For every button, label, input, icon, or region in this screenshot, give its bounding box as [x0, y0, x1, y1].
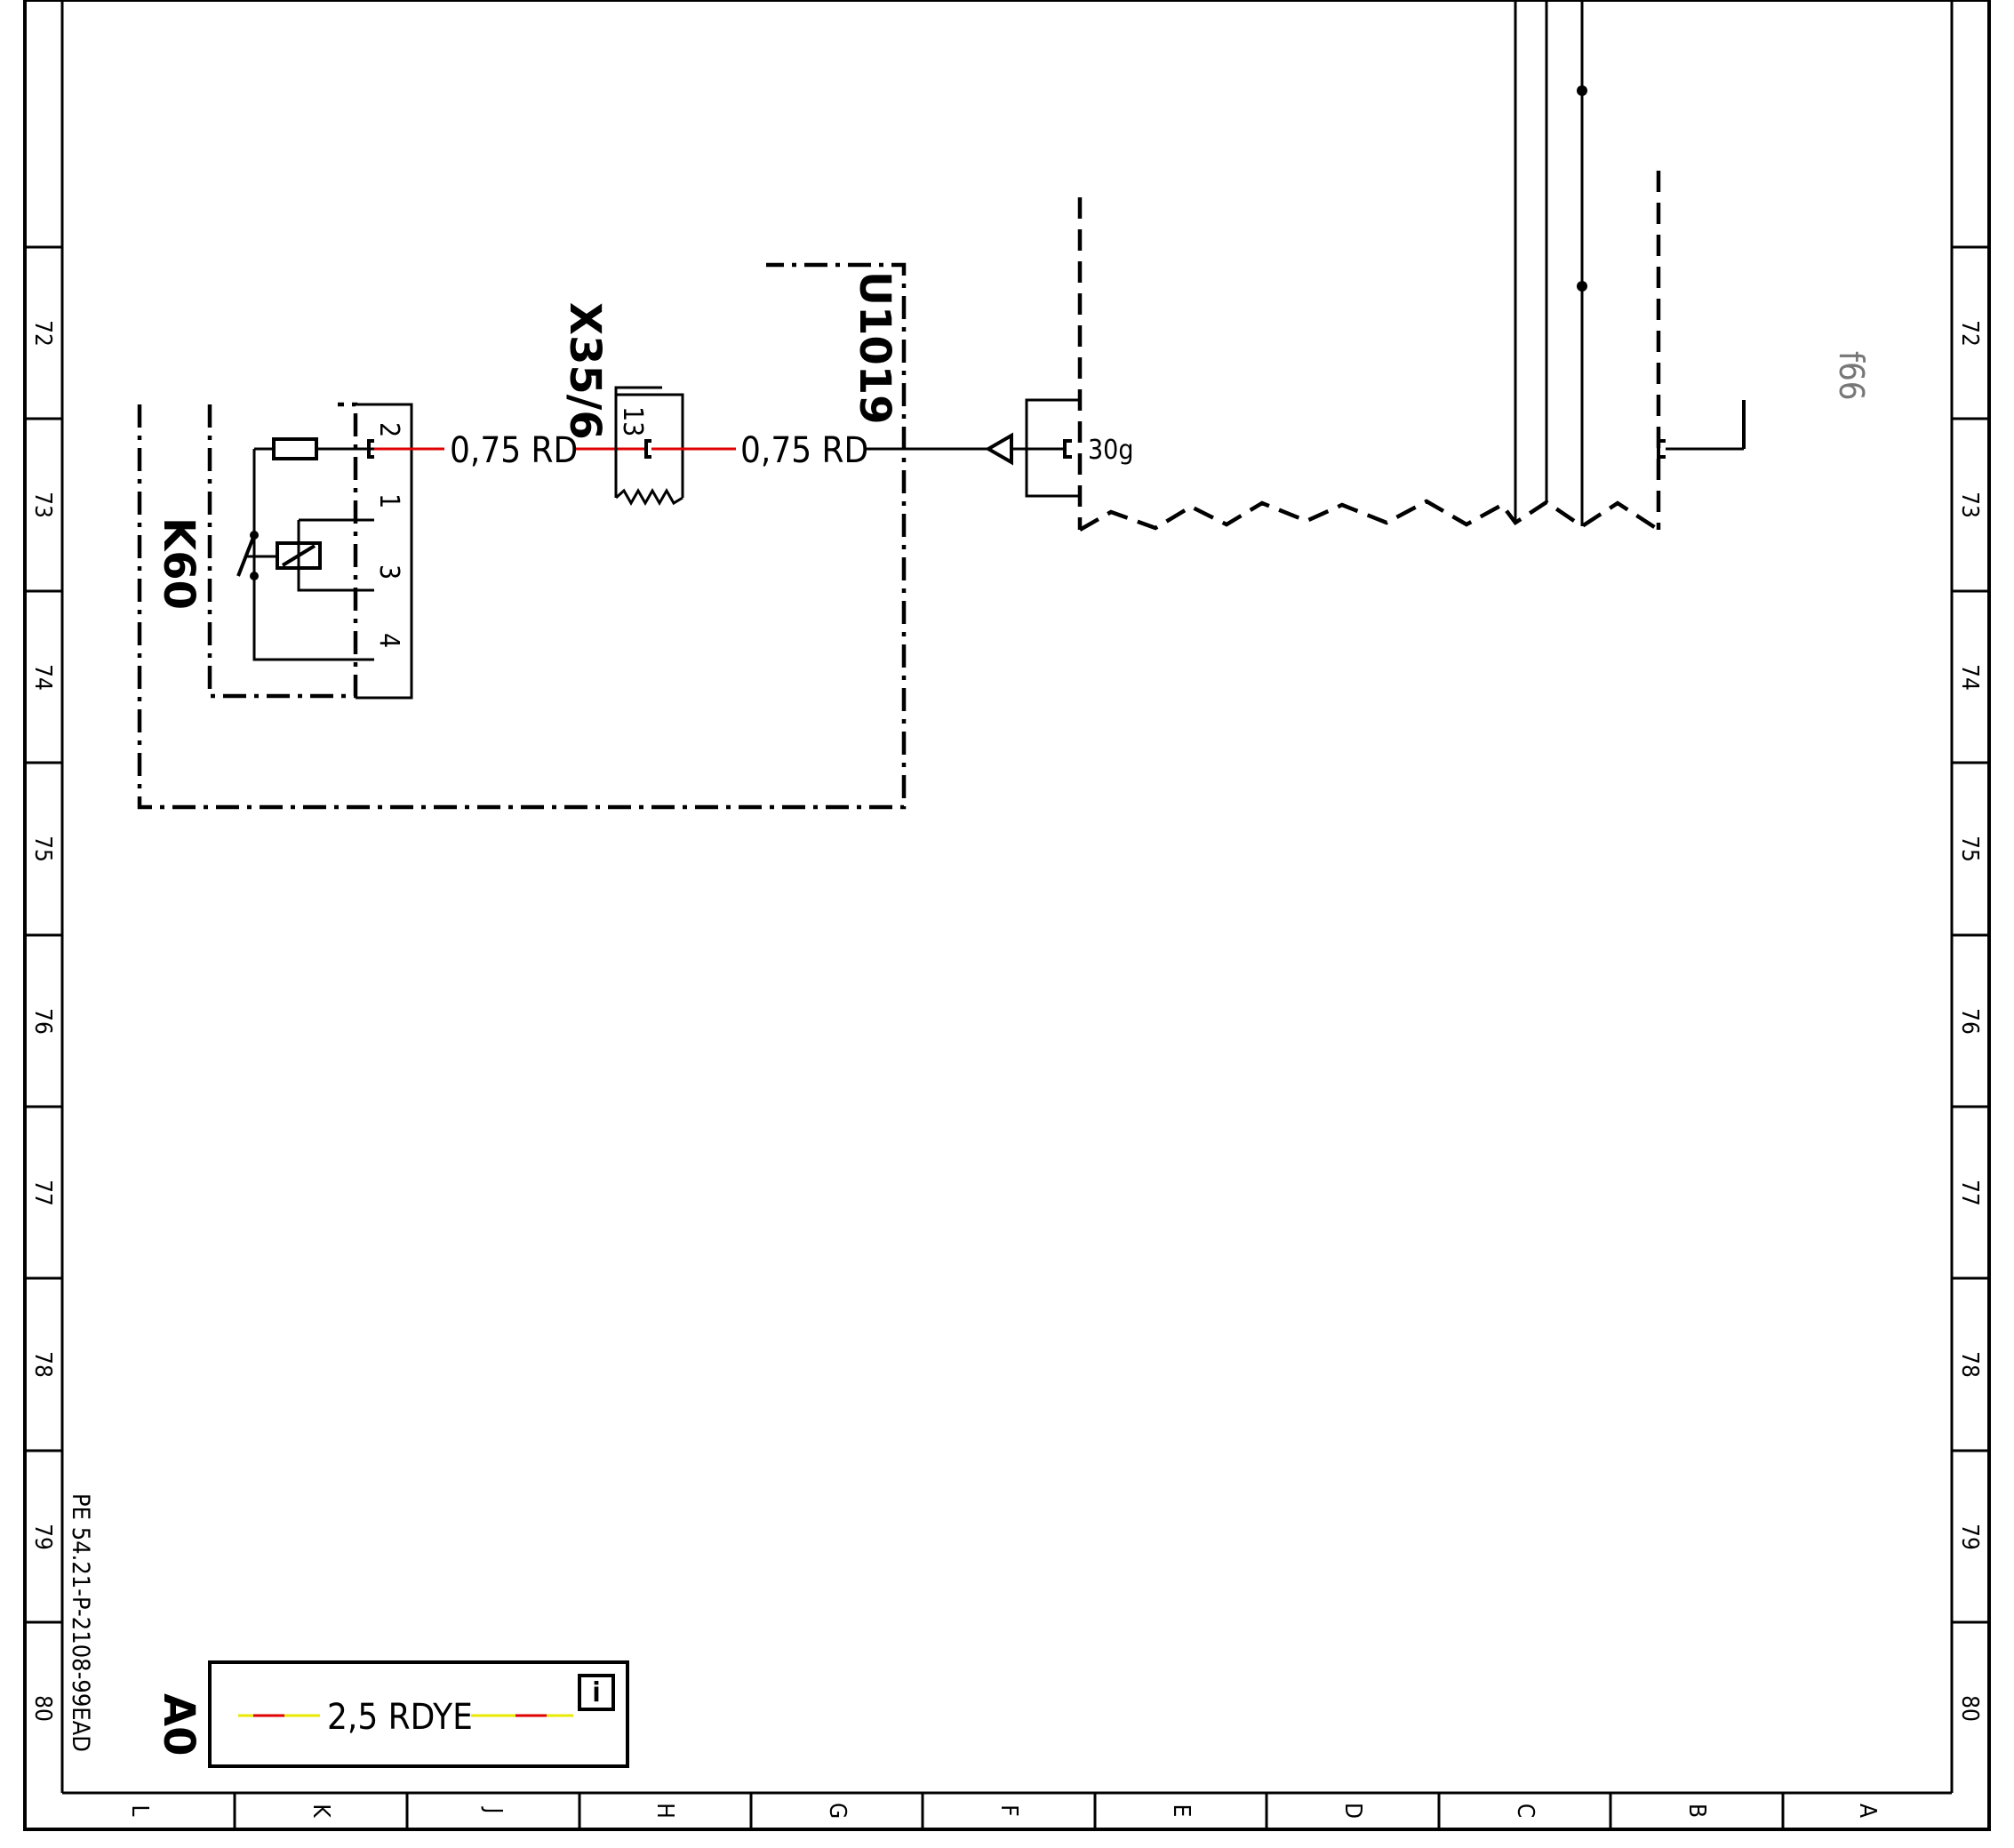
x35-pin-13: 13	[617, 406, 648, 436]
row-number-left: 80	[29, 1695, 56, 1722]
column-letter: C	[1512, 1804, 1538, 1818]
k60-pin-1: 1	[373, 493, 404, 508]
wire-2-label: 0,75 RD	[740, 430, 868, 471]
row-number-left: 76	[29, 1008, 56, 1035]
terminal-30g-label: 30g	[1088, 435, 1133, 466]
row-number-left: 73	[29, 492, 56, 518]
column-letter: H	[651, 1803, 678, 1819]
row-number-left: 72	[29, 320, 56, 347]
wavy-break-line	[1078, 499, 1660, 532]
k60-pin-3: 3	[373, 564, 404, 580]
row-number-right: 77	[1956, 1180, 1983, 1206]
row-number-left: 77	[29, 1180, 56, 1206]
k60-boundary	[207, 402, 358, 699]
legend-wire-label: 2,5 RDYE	[327, 1697, 473, 1738]
column-letter: J	[480, 1806, 507, 1814]
relay-k60[interactable]: 2 1 3 4 K60	[137, 262, 907, 810]
f66-label: f66	[1832, 351, 1871, 401]
column-letter: D	[1339, 1803, 1366, 1819]
terminal-30g[interactable]: 30g	[984, 197, 1133, 530]
column-letter: G	[824, 1803, 851, 1819]
row-number-right: 76	[1956, 1008, 1983, 1035]
row-number-right: 79	[1956, 1524, 1983, 1550]
resistor-icon	[272, 437, 318, 460]
wire-1-label: 0,75 RD	[450, 430, 578, 471]
column-letter: F	[995, 1804, 1022, 1816]
row-number-right: 74	[1956, 664, 1983, 691]
wire-x35-to-u1019[interactable]: 0,75 RD	[651, 430, 988, 471]
connector-x35-6[interactable]: 13 X35/6	[560, 302, 684, 507]
sheet-frame	[23, 0, 1991, 1831]
ground-triangle-icon	[984, 432, 1013, 466]
a0-label: A0	[154, 1693, 204, 1756]
column-letter: K	[308, 1804, 334, 1818]
row-number-right: 72	[1956, 320, 1983, 347]
wavy-break-icon	[615, 487, 683, 507]
u1019-label[interactable]: U1019	[850, 271, 899, 425]
column-letters: L K J H G F E D C B A	[126, 1803, 1881, 1819]
row-numbers-right: 72 73 74 75 76 77 78 79 80	[1956, 320, 1983, 1722]
row-number-left: 75	[29, 836, 56, 862]
row-numbers-left: 72 73 74 75 76 77 78 79 80	[29, 320, 56, 1722]
component-f66[interactable]: f66	[1656, 171, 1871, 530]
info-icon: i	[578, 1674, 615, 1711]
cable-bundle	[1078, 0, 1660, 532]
k60-pin-2: 2	[373, 422, 404, 437]
column-letter: E	[1168, 1804, 1195, 1818]
row-number-right: 80	[1956, 1695, 1983, 1722]
k60-pin-4: 4	[373, 633, 404, 648]
info-glyph: i	[592, 1677, 600, 1708]
document-id: PE 54.21-P-2108-99EAD	[67, 1493, 94, 1752]
row-number-left: 79	[29, 1524, 56, 1550]
wire-k60-to-x35[interactable]: 0,75 RD	[374, 430, 646, 471]
k60-label: K60	[154, 517, 204, 610]
relay-contact-icon	[236, 534, 256, 577]
row-number-right: 75	[1956, 836, 1983, 862]
x35-6-label: X35/6	[560, 302, 610, 440]
row-number-left: 74	[29, 664, 56, 691]
column-letter: A	[1854, 1804, 1881, 1818]
column-letter: B	[1683, 1804, 1710, 1818]
column-letter: L	[126, 1804, 153, 1816]
u1019-boundary	[137, 262, 907, 810]
row-number-right: 78	[1956, 1351, 1983, 1378]
row-number-right: 73	[1956, 492, 1983, 518]
row-number-left: 78	[29, 1351, 56, 1378]
k60-connector-outline	[356, 403, 413, 700]
wire-color-legend: A0 2,5 RDYE i	[154, 1660, 629, 1768]
